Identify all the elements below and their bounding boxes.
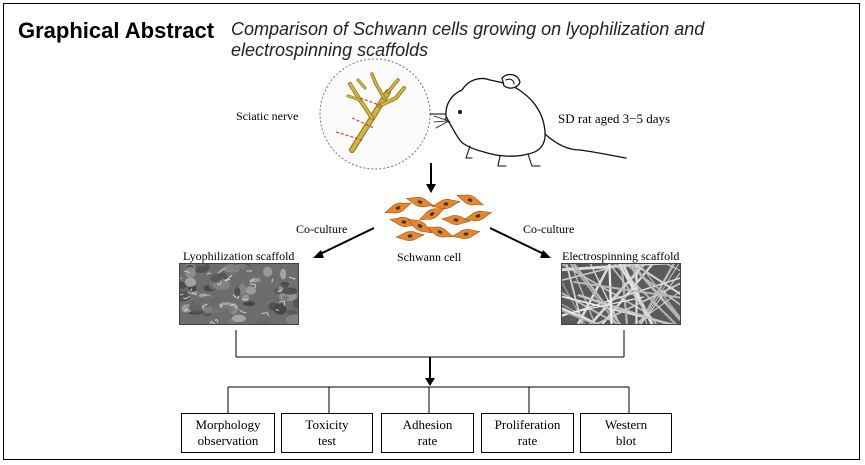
rat-label: SD rat aged 3−5 days (558, 111, 671, 126)
schwann-cell (451, 229, 481, 239)
assay-line2: observation (197, 433, 259, 448)
schwann-cell (405, 196, 435, 208)
schwann-cell (389, 217, 419, 227)
rat-illustration (433, 73, 627, 167)
schwann-cell (463, 210, 493, 222)
schwann-cells-cluster (384, 194, 493, 241)
assay-line1: Toxicity (305, 417, 349, 432)
schwann-cell (456, 194, 484, 206)
assay-line2: rate (517, 433, 538, 448)
assay-box-adhesion: Adhesion rate (381, 413, 474, 453)
schwann-cell-label: Schwann cell (397, 250, 462, 264)
schwann-cell (395, 231, 425, 241)
arrow-to-lyophilization (313, 227, 375, 258)
assay-line2: rate (417, 433, 438, 448)
page-title: Graphical Abstract (18, 18, 215, 43)
merge-bracket (235, 330, 625, 358)
assay-line1: Western (604, 417, 648, 432)
schwann-cell (418, 207, 446, 221)
electrospinning-scaffold-image (561, 263, 681, 325)
assay-line1: Proliferation (494, 417, 561, 432)
assay-box-toxicity: Toxicity test (281, 413, 373, 453)
schwann-cell (441, 215, 471, 225)
schwann-cell (407, 218, 433, 234)
assay-branch-lines (227, 386, 630, 413)
page-subtitle: Comparison of Schwann cells growing on l… (231, 19, 705, 60)
assay-line1: Morphology (195, 417, 261, 432)
sciatic-nerve-illustration (319, 58, 431, 170)
lyophilization-scaffold-image (179, 263, 299, 325)
assay-line2: test (317, 433, 337, 448)
lyophilization-label: Lyophilization scaffold (183, 249, 295, 263)
arrow-to-assays (425, 357, 435, 386)
arrow-to-cells (426, 163, 436, 193)
assay-box-morphology: Morphology observation (181, 413, 275, 453)
assay-line1: Adhesion (402, 417, 453, 432)
assay-box-western-blot: Western blot (580, 413, 672, 453)
coculture-left-label: Co-culture (296, 222, 348, 236)
electrospinning-label: Electrospinning scaffold (562, 249, 680, 263)
arrow-to-electrospinning (489, 227, 551, 258)
schwann-cell (384, 202, 412, 214)
assay-box-proliferation: Proliferation rate (481, 413, 574, 453)
sciatic-nerve-label: Sciatic nerve (236, 109, 299, 123)
cut-marks (335, 97, 383, 141)
coculture-right-label: Co-culture (523, 222, 575, 236)
assay-line2: blot (615, 433, 637, 448)
